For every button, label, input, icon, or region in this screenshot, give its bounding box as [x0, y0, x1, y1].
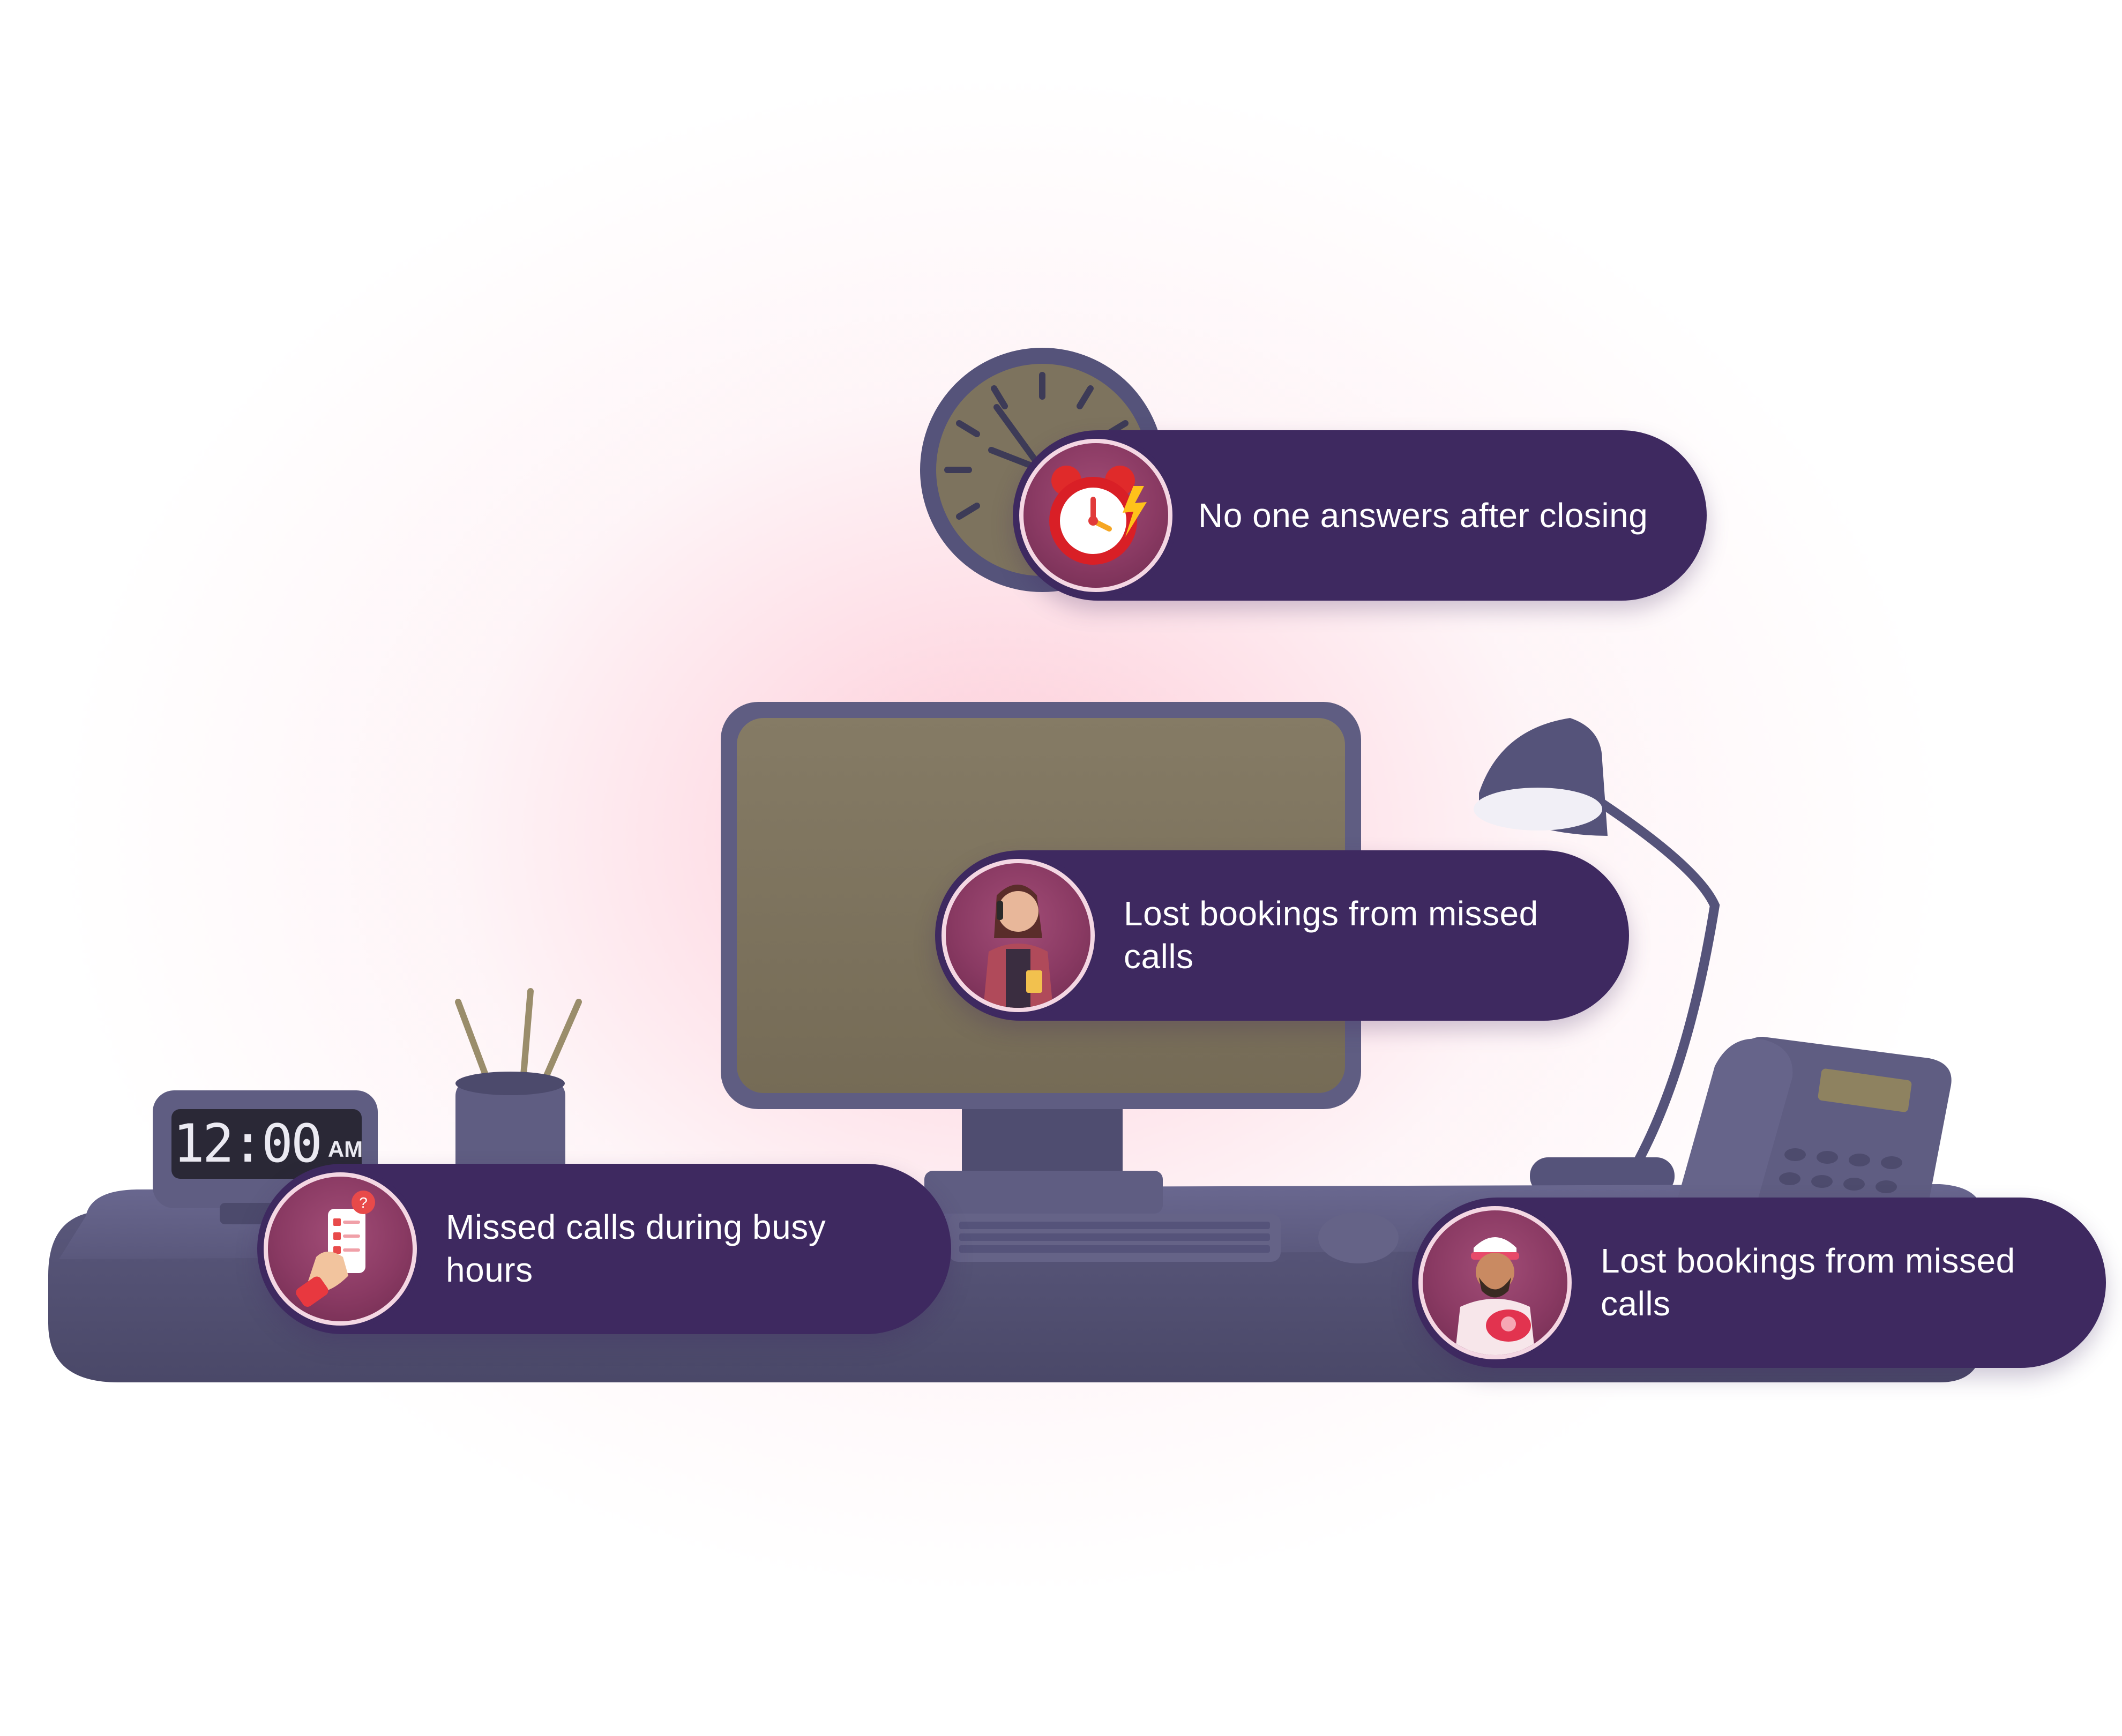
- keyboard: [948, 1214, 1281, 1262]
- alarm-clock-icon: [1019, 439, 1172, 592]
- woman-on-phone-avatar: [942, 859, 1095, 1012]
- card-lost-bookings-woman-text: Lost bookings from missed calls: [1124, 892, 1617, 978]
- card-after-hours-text: No one answers after closing: [1198, 494, 1691, 537]
- card-after-hours-line-1: No one answers after closing: [1198, 496, 1648, 535]
- card-lost-bookings-man-text: Lost bookings from missed calls: [1601, 1239, 2094, 1325]
- card-busy-hours-line-2: hours: [446, 1251, 533, 1289]
- hand-holding-phone-icon: ?: [264, 1172, 417, 1326]
- svg-text:?: ?: [359, 1194, 368, 1211]
- card-busy-hours-text: Missed calls during busy hours: [446, 1206, 939, 1291]
- card-lost-bookings-woman-line-2: calls: [1124, 937, 1194, 976]
- card-busy-hours: ? Missed calls during busy hours: [257, 1164, 951, 1334]
- man-with-telephone-avatar: [1418, 1206, 1572, 1359]
- desk-clock-time: 12:00: [173, 1113, 323, 1174]
- desk-clock-display: 12:00 AM: [173, 1114, 363, 1173]
- card-busy-hours-line-1: Missed calls during busy: [446, 1208, 826, 1246]
- desk-clock-period: AM: [327, 1136, 363, 1162]
- card-lost-bookings-woman: Lost bookings from missed calls: [935, 850, 1629, 1021]
- card-lost-bookings-man-line-2: calls: [1601, 1284, 1671, 1323]
- desk-telephone: [1677, 1037, 1952, 1200]
- computer-mouse: [1318, 1212, 1399, 1263]
- card-lost-bookings-woman-line-1: Lost bookings from missed: [1124, 894, 1538, 933]
- card-lost-bookings-man: Lost bookings from missed calls: [1412, 1198, 2106, 1368]
- card-lost-bookings-man-line-1: Lost bookings from missed: [1601, 1241, 2015, 1280]
- card-after-hours: No one answers after closing: [1013, 430, 1707, 601]
